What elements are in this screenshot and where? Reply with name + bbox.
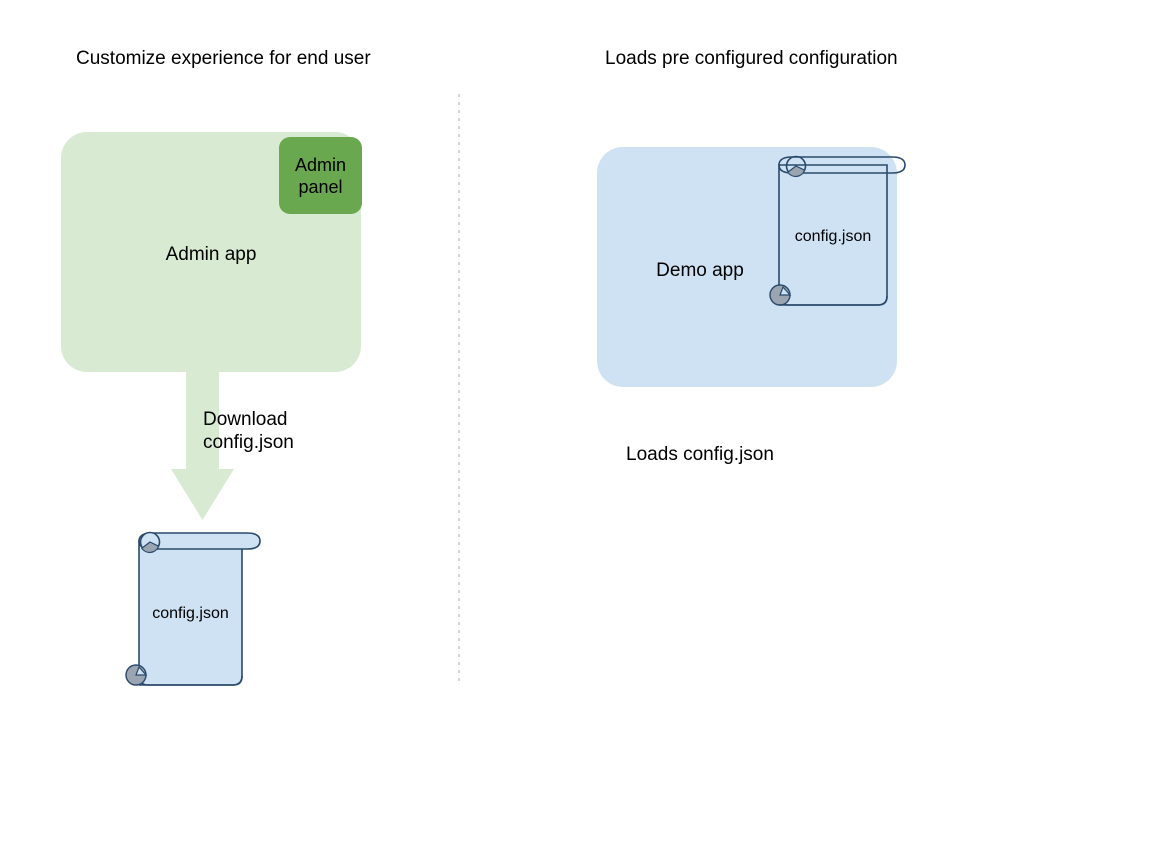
document-bottom-curl-notch: [779, 285, 792, 296]
document-bottom-edge: [139, 675, 243, 686]
document-top-roll: [138, 532, 261, 550]
config-document-right-label: config.json: [794, 228, 872, 245]
config-document-left: [125, 531, 261, 686]
document-top-curl-shade: [140, 541, 160, 554]
demo-app-label: Demo app: [656, 259, 744, 281]
loads-config-caption: Loads config.json: [626, 444, 774, 465]
download-arrow-label: Download config.json: [203, 409, 294, 453]
right-column-title: Loads pre configured configuration: [605, 48, 898, 69]
admin-app-label: Admin app: [165, 243, 257, 265]
config-document-left-label: config.json: [152, 605, 229, 622]
document-bottom-edge: [779, 295, 888, 306]
left-column-title: Customize experience for end user: [76, 48, 371, 69]
document-top-roll: [778, 156, 906, 174]
document-bottom-curl-notch: [135, 665, 148, 676]
admin-panel-box: [279, 137, 362, 214]
admin-panel-label: Admin panel: [294, 154, 347, 197]
config-document-right: [769, 155, 906, 306]
document-top-curl-shade: [786, 165, 806, 178]
demo-app-box: [597, 147, 897, 387]
download-arrow: [171, 360, 234, 520]
